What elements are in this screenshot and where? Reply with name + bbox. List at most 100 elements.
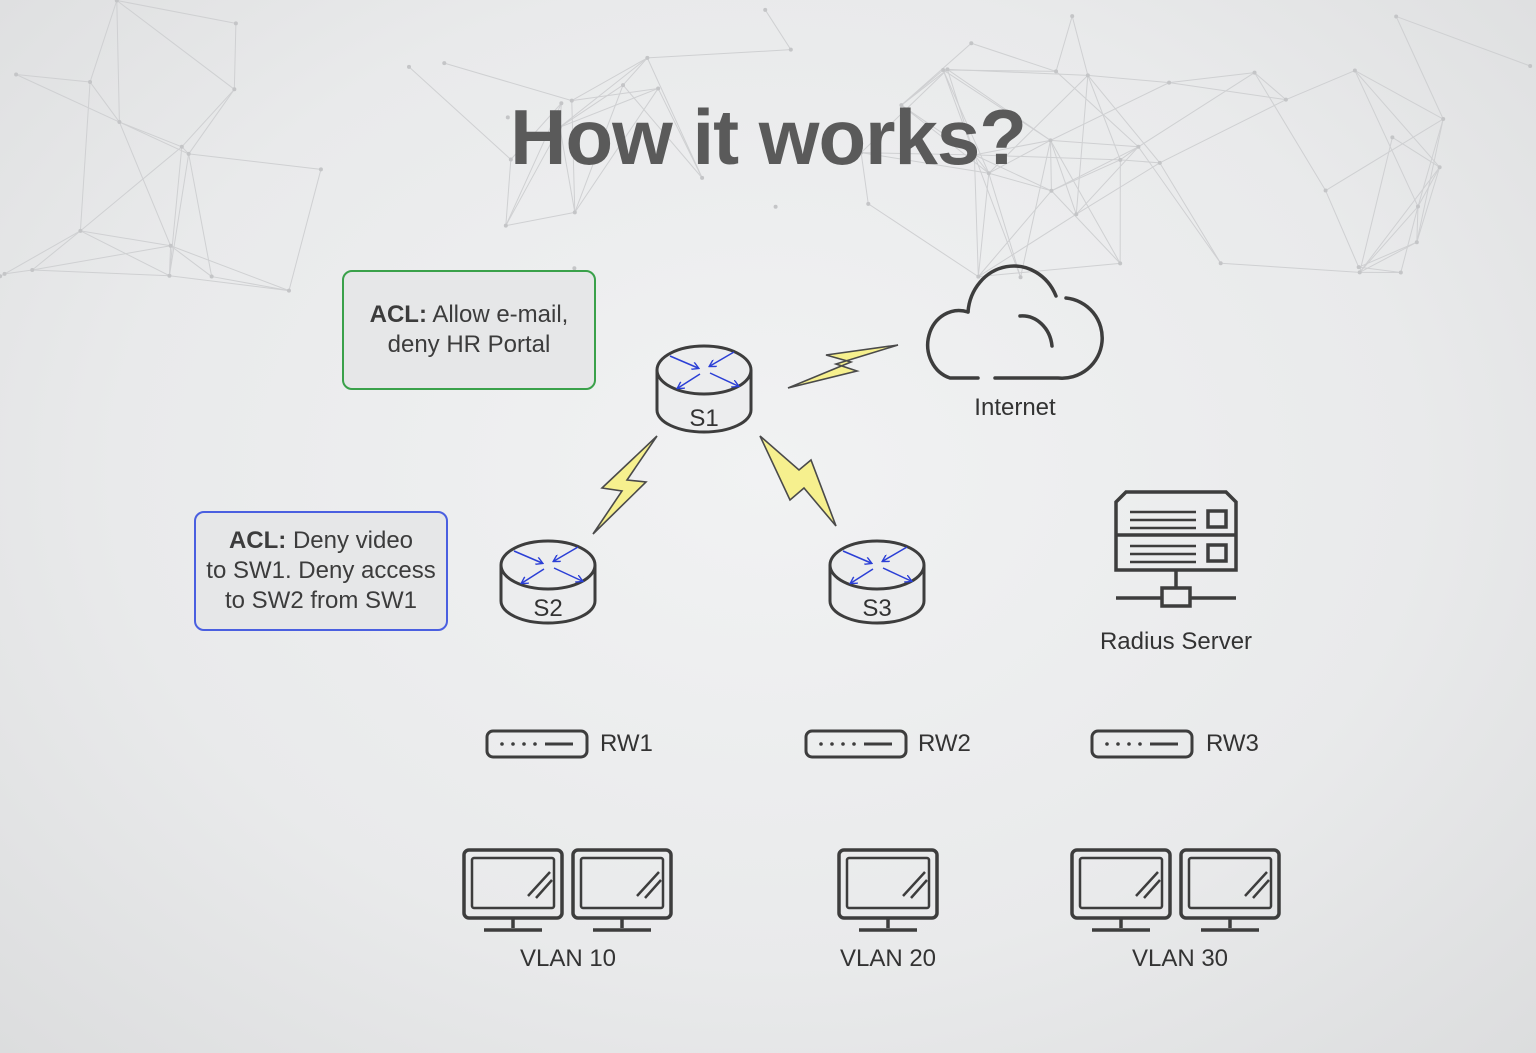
mesh-line [571, 87, 659, 102]
mesh-node [406, 64, 411, 69]
switch-s3-label: S3 [862, 595, 892, 622]
mesh-line [1416, 206, 1419, 243]
mesh-line [988, 172, 1052, 192]
mesh-line [89, 0, 118, 83]
mesh-line [444, 62, 572, 102]
vlan30-label: VLAN 30 [1131, 945, 1229, 972]
mesh-line [942, 69, 975, 156]
mesh-line [574, 84, 624, 213]
mesh-line [168, 153, 190, 276]
mesh-node [1218, 261, 1223, 266]
mesh-node [763, 7, 768, 12]
acl-email-line2: deny HR Portal [387, 331, 551, 358]
mesh-line [1254, 72, 1327, 191]
mesh-line [181, 88, 235, 148]
mesh-node [2, 271, 7, 276]
mesh-line [1051, 159, 1121, 192]
mesh-node [1018, 275, 1023, 280]
radius-server-label: Radius Server [1099, 628, 1253, 655]
mesh-line [978, 262, 1121, 278]
mesh-node [503, 223, 508, 228]
mesh-line [119, 121, 183, 148]
mesh-line [559, 103, 562, 128]
mesh-line [1159, 162, 1222, 264]
mesh-line [15, 74, 120, 123]
mesh-line [1417, 166, 1441, 207]
mesh-line [1159, 99, 1287, 164]
mesh-node [572, 210, 577, 215]
mesh-node [899, 103, 904, 108]
mesh-line [973, 154, 1022, 278]
acl-email-prefix: ACL: [369, 301, 427, 328]
mesh-line [1325, 118, 1444, 191]
mesh-line [80, 146, 183, 232]
mesh-line [1354, 70, 1441, 168]
mesh-line [170, 245, 212, 277]
mesh-node [976, 274, 981, 279]
mesh-node [114, 0, 119, 3]
mesh-line [1392, 136, 1440, 168]
mesh-line [1087, 74, 1170, 84]
mesh-line [1055, 16, 1073, 72]
mesh-line [971, 42, 1057, 72]
mesh-line [860, 152, 869, 204]
mesh-line [188, 153, 213, 277]
mesh-node [788, 47, 793, 52]
mesh-node [442, 61, 447, 66]
mesh-line [1051, 190, 1121, 264]
mesh-line [1396, 15, 1531, 67]
mesh-node [1054, 69, 1059, 74]
mesh-node [286, 288, 291, 293]
mesh-line [1400, 206, 1419, 273]
radius-server-icon [1114, 490, 1238, 608]
mesh-line [1359, 206, 1419, 273]
mesh-node [167, 273, 172, 278]
router-rw2-label: RW2 [918, 730, 971, 757]
mesh-node [1441, 117, 1446, 122]
mesh-line [973, 154, 990, 174]
mesh-node [1528, 64, 1533, 69]
mesh-node [1390, 135, 1395, 140]
mesh-line [901, 42, 972, 106]
link-bolt-s1-internet [787, 344, 899, 389]
mesh-node [1437, 165, 1442, 170]
mesh-node [505, 115, 510, 120]
monitor-vlan30-b-icon [1179, 848, 1281, 932]
mesh-node [621, 83, 626, 88]
mesh-line [1076, 162, 1161, 215]
page-title: How it works? [510, 93, 1027, 181]
cloud-icon [925, 264, 1104, 380]
mesh-node [14, 72, 19, 77]
mesh-line [4, 269, 33, 275]
mesh-line [1050, 139, 1139, 148]
router-rw3-icon [1090, 729, 1194, 759]
mesh-node [1074, 212, 1079, 217]
mesh-node [233, 21, 238, 26]
mesh-line [118, 121, 172, 246]
mesh-line [80, 230, 171, 247]
link-bolt-s1-s3 [759, 435, 837, 527]
mesh-node [88, 80, 93, 85]
mesh-line [622, 84, 703, 179]
mesh-node [1048, 138, 1053, 143]
acl-video-line2: to SW1. Deny access [206, 557, 436, 584]
mesh-line [1055, 71, 1139, 148]
mesh-line [1169, 82, 1286, 101]
mesh-node [1352, 68, 1357, 73]
mesh-line [977, 173, 990, 277]
mesh-line [119, 121, 189, 155]
mesh-line [1169, 72, 1255, 84]
mesh-line [116, 0, 235, 90]
mesh-line [80, 230, 170, 277]
mesh-line [988, 139, 1051, 174]
mesh-line [1417, 118, 1444, 207]
mesh-line [559, 87, 659, 128]
mesh-line [946, 69, 975, 156]
mesh-line [1050, 82, 1170, 141]
router-rw2-icon [804, 729, 908, 759]
router-rw1-label: RW1 [600, 730, 653, 757]
mesh-line [505, 159, 512, 226]
acl-email-text: Allow e-mail, [426, 301, 569, 328]
mesh-node [1394, 14, 1399, 19]
mesh-node [1118, 157, 1123, 162]
